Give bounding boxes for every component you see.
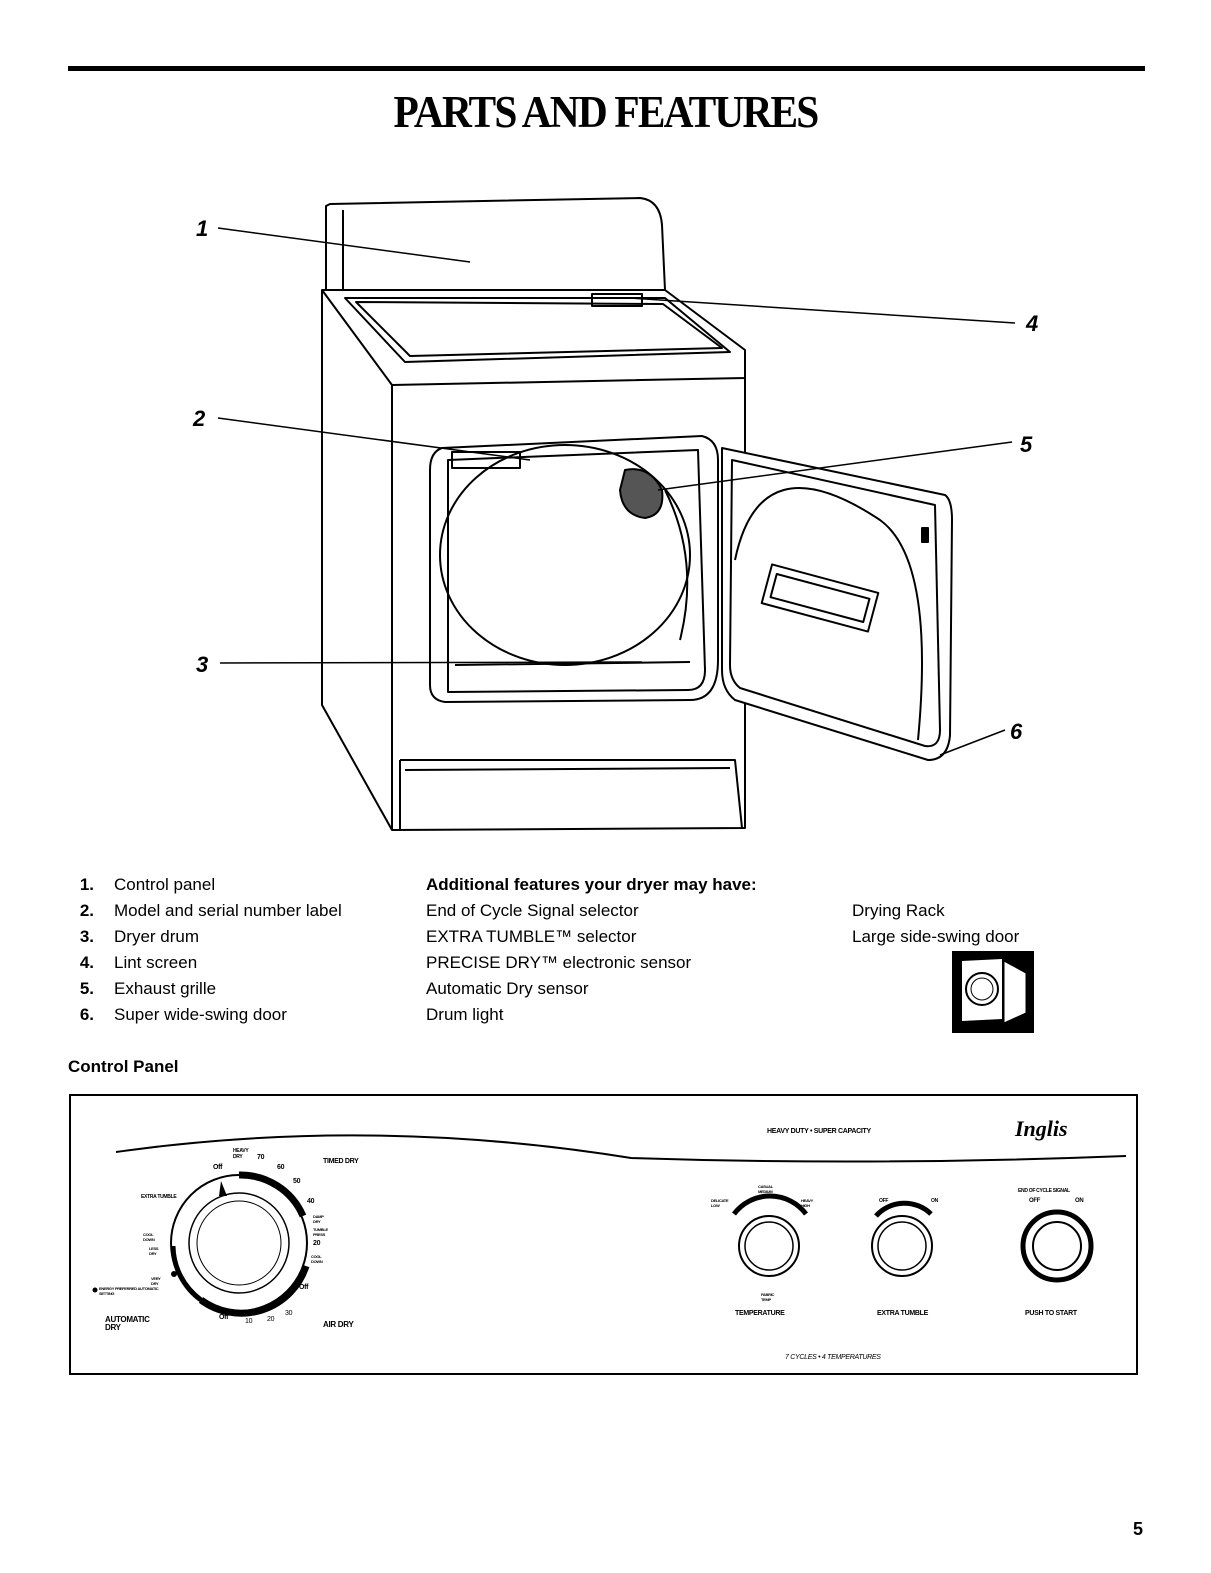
- list-item: Drum light: [426, 1005, 504, 1024]
- temp-casual-medium: CASUAL MEDIUM: [758, 1184, 773, 1194]
- list-item: Automatic Dry sensor: [426, 979, 589, 998]
- dial-extra-tumble: EXTRA TUMBLE: [141, 1194, 177, 1200]
- temp-delicate-low: DELICATE LOW: [711, 1198, 729, 1208]
- list-item: Drying Rack: [852, 901, 945, 920]
- push-to-start-label: PUSH TO START: [1025, 1310, 1077, 1317]
- list-item: 4.Lint screen: [79, 953, 198, 972]
- dial-20: 20: [313, 1240, 321, 1247]
- callout-5: 5: [1020, 432, 1033, 457]
- dial-off-right: Off: [299, 1284, 309, 1291]
- callout-6: 6: [1010, 719, 1023, 744]
- side-swing-door-icon: [952, 951, 1034, 1033]
- timed-dry-label: TIMED DRY: [323, 1158, 359, 1165]
- list-item: 1.Control panel: [79, 875, 216, 894]
- dial-energy-preferred: ENERGY PREFERRED AUTOMATIC SETTING: [99, 1286, 159, 1296]
- dial-damp-dry: DAMP DRY: [313, 1214, 324, 1224]
- page-title: PARTS AND FEATURES: [393, 87, 820, 137]
- list-item: 2.Model and serial number label: [79, 901, 342, 920]
- dial-off-top: Off: [213, 1164, 223, 1171]
- dial-cool-down-right: COOL DOWN: [311, 1254, 323, 1264]
- dial-b20: 20: [267, 1316, 275, 1323]
- temp-fabric-temp: FABRIC TEMP: [761, 1292, 775, 1302]
- temp-heavy-high: HEAVY HIGH: [801, 1198, 813, 1208]
- dial-tumble-press: TUMBLE PRESS: [313, 1227, 328, 1237]
- callout-4: 4: [1026, 311, 1039, 336]
- list-item: 6.Super wide-swing door: [79, 1005, 287, 1024]
- callout-1: 1: [196, 216, 209, 241]
- additional-features-right: Drying Rack Large side-swing door: [852, 898, 1019, 950]
- dial-70: 70: [257, 1154, 265, 1161]
- panel-tagline: HEAVY DUTY • SUPER CAPACITY: [767, 1128, 871, 1135]
- dial-cool-down-left: COOL DOWN: [143, 1232, 155, 1242]
- page-number: 5: [1133, 1519, 1144, 1539]
- callout-3: 3: [196, 652, 209, 677]
- end-signal-title: END OF CYCLE SIGNAL: [1018, 1188, 1070, 1194]
- dial-b10: 10: [245, 1318, 253, 1325]
- list-item: Large side-swing door: [852, 927, 1020, 946]
- additional-features: Additional features your dryer may have:…: [426, 872, 757, 1028]
- dial-heavy-dry: HEAVY DRY: [233, 1148, 249, 1160]
- dial-50: 50: [293, 1178, 301, 1185]
- control-panel-heading: Control Panel: [68, 1057, 179, 1076]
- top-rule: [68, 66, 1145, 71]
- extra-tumble-label: EXTRA TUMBLE: [877, 1310, 928, 1317]
- list-item: 3.Dryer drum: [79, 927, 200, 946]
- dryer-illustration: [217, 197, 1016, 831]
- panel-footer: 7 CYCLES • 4 TEMPERATURES: [785, 1354, 881, 1361]
- dial-60: 60: [277, 1164, 285, 1171]
- control-panel: HEAVY DUTY • SUPER CAPACITY Inglis TIMED…: [69, 1094, 1138, 1375]
- parts-list: 1.Control panel 2.Model and serial numbe…: [68, 872, 342, 1028]
- automatic-dry-label: AUTOMATIC DRY: [105, 1315, 150, 1332]
- list-item: EXTRA TUMBLE™ selector: [426, 927, 637, 946]
- end-signal-on: ON: [1075, 1198, 1084, 1204]
- callout-2: 2: [193, 406, 206, 431]
- temperature-label: TEMPERATURE: [735, 1310, 785, 1317]
- dial-very-dry: VERY DRY: [151, 1276, 161, 1286]
- dial-b30: 30: [285, 1310, 293, 1317]
- dial-40: 40: [307, 1198, 315, 1205]
- dial-less-dry: LESS DRY: [149, 1246, 159, 1256]
- brand-logo: Inglis: [1015, 1116, 1068, 1141]
- end-signal-off: OFF: [1029, 1198, 1041, 1204]
- panel-graphics: [92, 1134, 1127, 1317]
- list-item: PRECISE DRY™ electronic sensor: [426, 953, 692, 972]
- extra-tumble-on: ON: [931, 1198, 938, 1204]
- extra-tumble-off: OFF: [879, 1198, 889, 1204]
- list-item: 5.Exhaust grille: [79, 979, 217, 998]
- additional-heading: Additional features your dryer may have:: [426, 875, 757, 894]
- list-item: End of Cycle Signal selector: [426, 901, 639, 920]
- dial-off-bottom: Off: [219, 1314, 229, 1321]
- air-dry-label: AIR DRY: [323, 1320, 354, 1329]
